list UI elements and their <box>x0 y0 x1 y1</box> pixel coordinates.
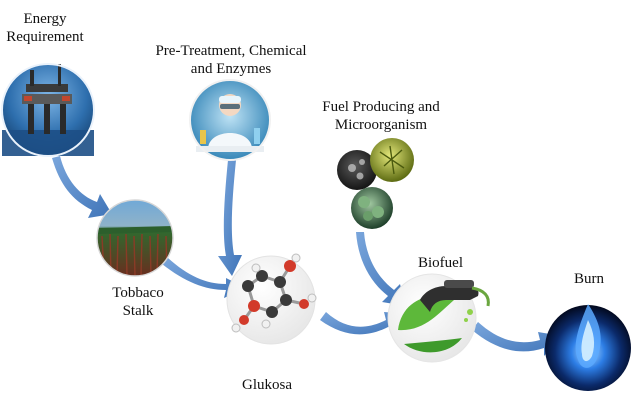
arrow-stalk-to-glukosa <box>162 258 246 298</box>
pretreatment-label: Pre-Treatment, Chemical and Enzymes <box>146 42 316 78</box>
glukosa-label: Glukosa <box>242 377 292 393</box>
energy-label-line-1: Energy <box>23 11 67 27</box>
arrow-pretreatment-to-glukosa <box>218 160 242 276</box>
fuel-producing-label: Fuel Producing and Microorganism <box>306 98 456 134</box>
fuel-producing-label-line-2: Microorganism <box>334 117 428 133</box>
fuel-producing-label-line-1: Fuel Producing and <box>322 99 440 115</box>
glucose-molecule-image <box>226 253 317 345</box>
arrow-biofuel-to-burn <box>472 322 562 356</box>
arrow-energy-to-stalk <box>52 156 112 218</box>
arrow-glukosa-to-biofuel <box>320 312 408 335</box>
pretreatment-label-line-2: and Enzymes <box>190 61 272 77</box>
microorganism-images <box>337 138 414 229</box>
energy-requirement-label: Energy Requirement <box>4 10 86 46</box>
pretreatment-label-line-1: Pre-Treatment, Chemical <box>155 43 307 59</box>
energy-label-line-2: Requirement <box>6 29 84 45</box>
oil-rig-image <box>1 63 95 157</box>
tobbaco-field-image <box>96 199 174 277</box>
biofuel-label: Biofuel <box>418 255 463 271</box>
tobbaco-label-line-1: Tobbaco <box>112 285 164 301</box>
tobbaco-stalk-label: Tobbaco Stalk <box>100 284 176 320</box>
lab-scientist-image <box>189 79 271 161</box>
tobbaco-label-line-2: Stalk <box>122 303 154 319</box>
burn-label: Burn <box>574 271 604 287</box>
blue-flame-image <box>545 304 631 391</box>
biofuel-nozzle-image <box>387 273 490 363</box>
